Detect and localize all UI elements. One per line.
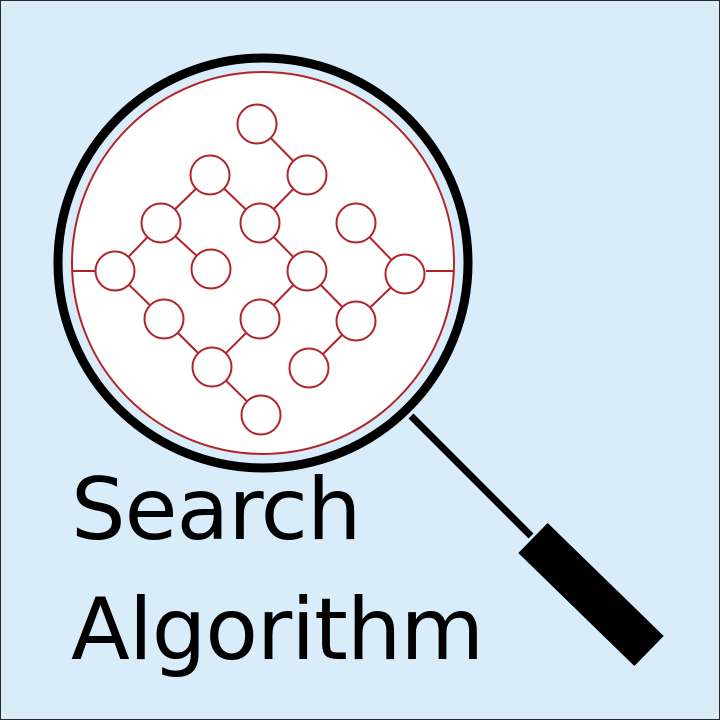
search-tree-graph	[72, 103, 454, 436]
tree-node	[239, 202, 281, 244]
tree-node	[143, 298, 185, 340]
magnifier-neck	[408, 413, 534, 539]
title-line-1: Search	[71, 460, 361, 560]
tree-node	[140, 202, 182, 244]
tree-node	[191, 346, 233, 388]
title-line-2: Algorithm	[71, 580, 484, 680]
magnifier-lens	[71, 71, 455, 455]
tree-node	[239, 298, 281, 340]
magnifying-glass-icon	[53, 53, 664, 667]
magnifier-handle	[518, 522, 664, 667]
tree-node	[288, 347, 330, 389]
tree-node	[190, 248, 232, 290]
tree-node	[286, 250, 328, 292]
magnifier-rim	[53, 53, 473, 473]
tree-node	[286, 154, 328, 196]
tree-node	[189, 154, 231, 196]
lens-inner-ring	[71, 71, 455, 455]
tree-node	[236, 103, 278, 145]
tree-node	[384, 253, 426, 295]
tree-node	[335, 300, 377, 342]
tree-node	[335, 202, 377, 244]
tree-node	[94, 250, 136, 292]
tree-node	[240, 394, 282, 436]
